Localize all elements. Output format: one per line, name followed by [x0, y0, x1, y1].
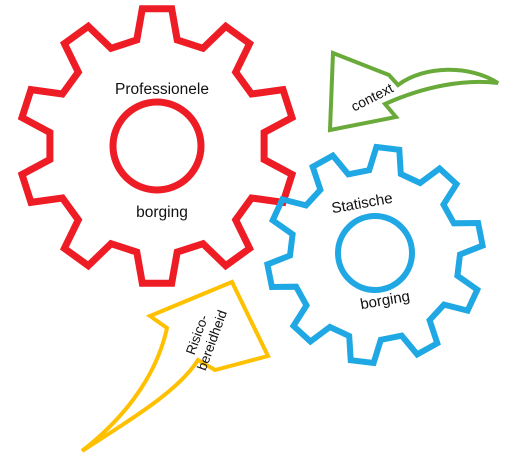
gear-statische-outline [263, 143, 487, 367]
gear-statische: Statische borging [263, 143, 487, 367]
arrow-risico: Risico- bereidheid [80, 279, 271, 453]
arrow-context-outline [327, 50, 500, 133]
gear-statische-hub [335, 213, 415, 293]
gear-professionele-label-bottom: borging [136, 204, 188, 221]
gear-professionele-hub [109, 98, 205, 194]
gear-professionele-outline [17, 5, 297, 287]
arrow-risico-outline [80, 279, 271, 453]
arrow-context: context [327, 50, 500, 133]
gear-statische-label-top: Statische [330, 190, 394, 217]
gear-professionele-label-top: Professionele [115, 81, 209, 98]
gear-professionele: Professionele borging [17, 5, 297, 287]
